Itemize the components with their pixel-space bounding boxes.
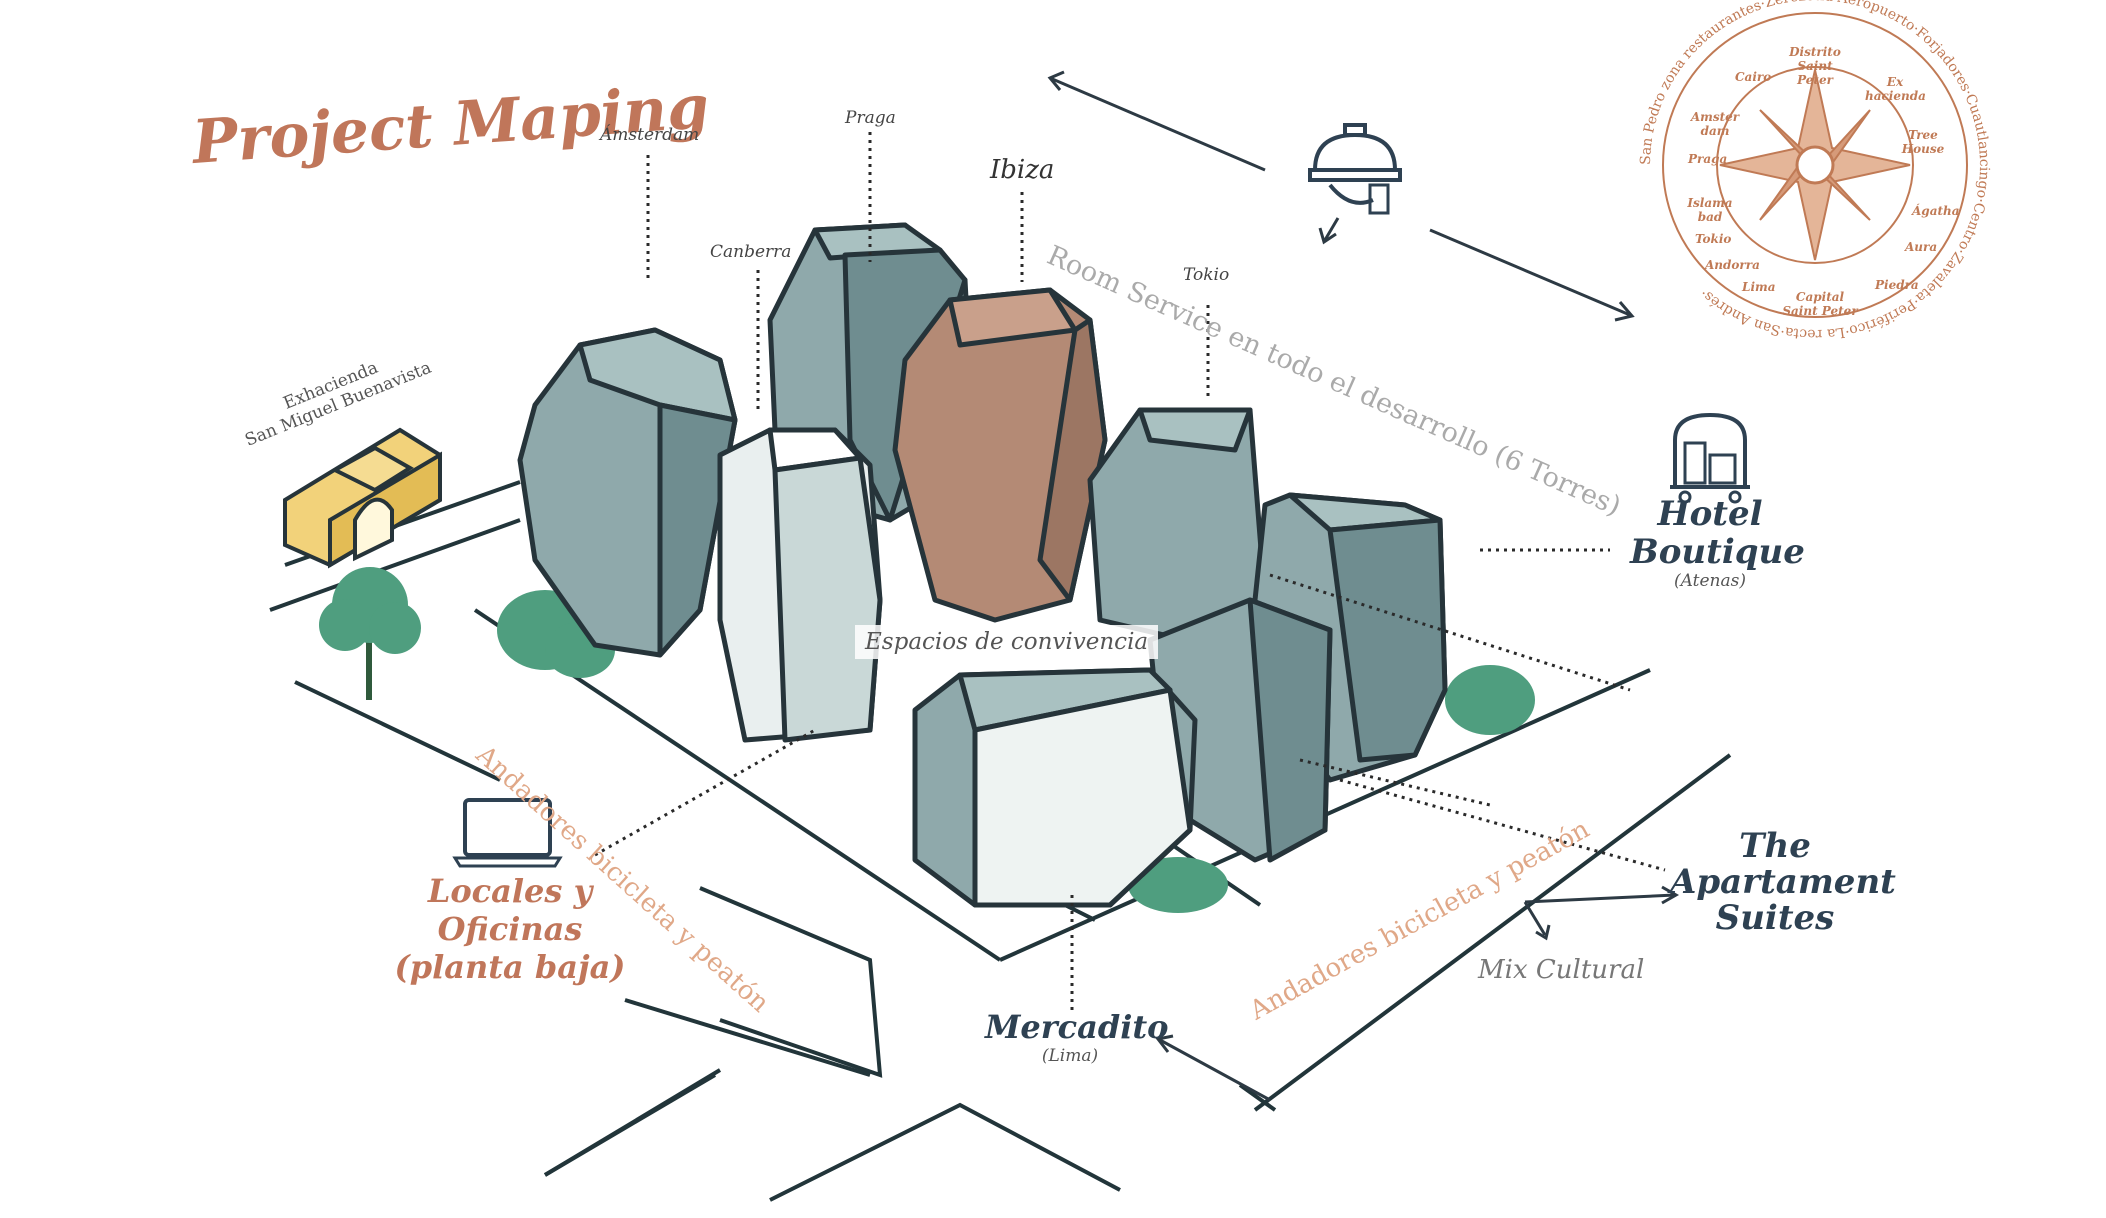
label-amsterdam: Ámsterdam <box>600 125 700 145</box>
hacienda-building-icon <box>283 427 442 569</box>
apartments-arrows <box>1523 885 1680 941</box>
compass-label-treehouse: Tree House <box>1901 128 1945 156</box>
tower-mercadito <box>912 667 1198 908</box>
tower-ibiza <box>892 287 1108 623</box>
compass-label-capital: Capital Saint Peter <box>1782 290 1858 318</box>
compass-label-tokio: Tokio <box>1695 232 1732 246</box>
locales-oficinas-label: Locales y Oficinas (planta baja) <box>380 872 640 986</box>
compass-label-amsterdam: Amster dam <box>1690 110 1740 138</box>
bush-bottom-icon <box>1128 857 1228 913</box>
room-service-arrows <box>1047 70 1635 322</box>
label-tokio: Tokio <box>1183 265 1230 285</box>
mercadito-sub: (Lima) <box>1041 1046 1099 1066</box>
tower-canberra <box>717 427 883 743</box>
compass-labels: Distrito Saint Peter Ex hacienda Tree Ho… <box>1650 0 1980 330</box>
compass-label-exhacienda: Ex hacienda <box>1865 75 1926 103</box>
compass-rose-icon <box>1662 12 1968 318</box>
tower-amsterdam <box>517 327 738 658</box>
label-ibiza: Ibiza <box>990 155 1055 185</box>
tower-apartament-suites <box>1147 597 1333 863</box>
compass-label-andorra: Andorra <box>1705 258 1760 272</box>
compass-label-aura: Aura <box>1905 240 1938 254</box>
locales-label-line1: Locales y Oficinas <box>427 872 593 948</box>
label-praga: Praga <box>845 108 896 128</box>
leader-lines <box>594 132 1666 1010</box>
mercadito-name: Mercadito <box>985 1008 1169 1046</box>
tree-left-icon <box>319 567 421 700</box>
mercadito-label: Mercadito (Lima) <box>985 1008 1169 1066</box>
tower-tokio <box>1087 407 1268 643</box>
laptop-icon <box>452 798 563 868</box>
mercadito-arrow <box>1155 1034 1271 1102</box>
apartments-label-line3: Suites <box>1715 898 1835 938</box>
label-canberra: Canberra <box>710 242 792 262</box>
bellhop-cloche-icon <box>1308 123 1402 215</box>
mix-cultural-label: Mix Cultural <box>1478 955 1645 985</box>
compass-label-lima: Lima <box>1742 280 1776 294</box>
hotel-boutique-label: Hotel Boutique (Atenas) <box>1630 494 1805 591</box>
compass-label-cairo: Cairo <box>1735 70 1772 84</box>
locales-label-line2: (planta baja) <box>394 948 626 986</box>
hotel-luggage-cart-icon <box>1670 412 1750 504</box>
hotel-label-line2: Boutique <box>1630 532 1805 572</box>
apartments-label-line1: The <box>1739 826 1811 866</box>
spaces-label: Espacios de convivencia <box>855 625 1159 659</box>
compass-label-distrito: Distrito Saint Peter <box>1789 45 1841 87</box>
hotel-label-sub: (Atenas) <box>1674 571 1746 591</box>
compass-label-agatha: Ágatha <box>1912 204 1960 218</box>
compass-label-islamabad: Islama bad <box>1687 196 1733 224</box>
apartament-suites-label: The Apartament Suites <box>1670 826 1896 938</box>
bush-right-icon <box>1445 665 1535 735</box>
compass-label-praga: Praga <box>1688 152 1728 166</box>
compass-label-piedra: Piedra <box>1875 278 1919 292</box>
apartments-label-line2: Apartament <box>1670 862 1896 902</box>
hotel-label-line1: Hotel <box>1657 494 1763 534</box>
